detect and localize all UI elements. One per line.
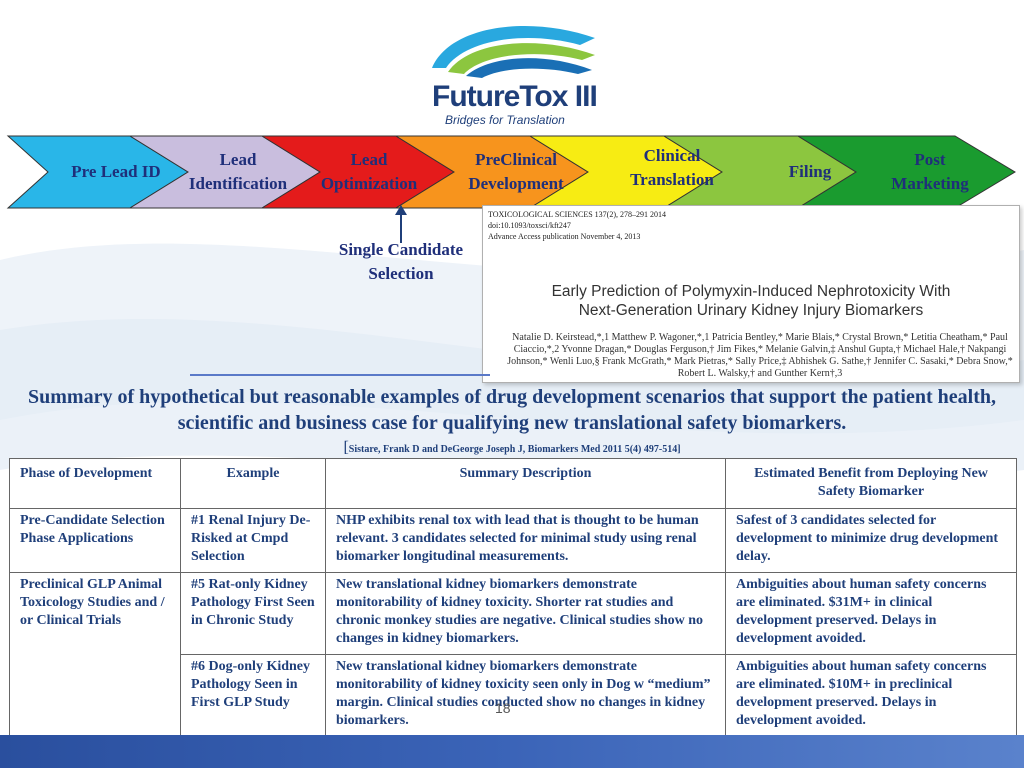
scenario-table: Phase of Development Example Summary Des… <box>9 458 1017 737</box>
stage-label-pre-lead-id: Pre Lead ID <box>71 162 161 181</box>
table-row: Preclinical GLP Animal Toxicology Studie… <box>9 572 1017 737</box>
stage-label-post-marketing: Post Marketing <box>891 150 969 193</box>
paper-meta: TOXICOLOGICAL SCIENCES 137(2), 278–291 2… <box>488 209 666 242</box>
table-row: #6 Dog-only Kidney Pathology Seen in Fir… <box>10 654 1017 737</box>
development-pipeline <box>6 135 1016 209</box>
citation-text: Sistare, Frank D and DeGeorge Joseph J, … <box>348 444 681 455</box>
stage-label-lead-optimization: Lead Optimization <box>320 150 418 193</box>
logo-tagline: Bridges for Translation <box>445 113 565 127</box>
cell-benefit: Ambiguities about human safety concerns … <box>725 572 1017 655</box>
footer-band <box>0 735 1024 768</box>
futuretox-logo <box>432 25 595 78</box>
cell-summary: New translational kidney biomarkers demo… <box>325 572 726 655</box>
paper-title: Early Prediction of Polymyxin-Induced Ne… <box>551 283 951 319</box>
header-example: Example <box>180 458 326 509</box>
cell-example: #1 Renal Injury De-Risked at Cmpd Select… <box>180 508 326 573</box>
table-header-row: Phase of Development Example Summary Des… <box>9 458 1017 509</box>
citation-bracket: [ <box>343 439 349 456</box>
stage-label-clinical-translation: Clinical Translation <box>630 146 714 189</box>
single-candidate-selection-label: Single Candidate Selection <box>338 240 464 283</box>
paper-excerpt: TOXICOLOGICAL SCIENCES 137(2), 278–291 2… <box>482 205 1020 383</box>
citation: [Sistare, Frank D and DeGeorge Joseph J,… <box>0 439 1024 457</box>
stage-label-filing: Filing <box>788 162 832 181</box>
paper-authors: Natalie D. Keirstead,*,1 Matthew P. Wago… <box>507 332 1013 379</box>
header-phase: Phase of Development <box>9 458 181 509</box>
cell-summary: NHP exhibits renal tox with lead that is… <box>325 508 726 573</box>
cell-example: #6 Dog-only Kidney Pathology Seen in Fir… <box>180 654 326 737</box>
cell-phase: Preclinical GLP Animal Toxicology Studie… <box>9 572 181 737</box>
cell-phase: Pre-Candidate Selection Phase Applicatio… <box>9 508 181 573</box>
cell-benefit: Ambiguities about human safety concerns … <box>725 654 1017 737</box>
up-arrow-icon <box>395 205 407 243</box>
stage-label-lead-identification: Lead Identification <box>188 150 288 193</box>
table-row: Pre-Candidate Selection Phase Applicatio… <box>9 508 1017 573</box>
logo-wordmark: FutureTox III <box>432 80 598 113</box>
cell-benefit: Safest of 3 candidates selected for deve… <box>725 508 1017 573</box>
divider-line <box>190 374 490 376</box>
header-benefit: Estimated Benefit from Deploying New Saf… <box>725 458 1017 509</box>
summary-heading: Summary of hypothetical but reasonable e… <box>28 386 996 434</box>
cell-summary: New translational kidney biomarkers demo… <box>325 654 726 737</box>
page-number: 18 <box>495 700 511 716</box>
header-summary: Summary Description <box>325 458 726 509</box>
stage-label-preclinical-development: PreClinical Development <box>468 150 564 193</box>
paper-doi: doi:10.1093/toxsci/kft247 <box>488 221 571 230</box>
cell-example: #5 Rat-only Kidney Pathology First Seen … <box>180 572 326 655</box>
paper-publication-date: Advance Access publication November 4, 2… <box>488 232 641 241</box>
paper-journal: TOXICOLOGICAL SCIENCES 137(2), 278–291 2… <box>488 210 666 219</box>
